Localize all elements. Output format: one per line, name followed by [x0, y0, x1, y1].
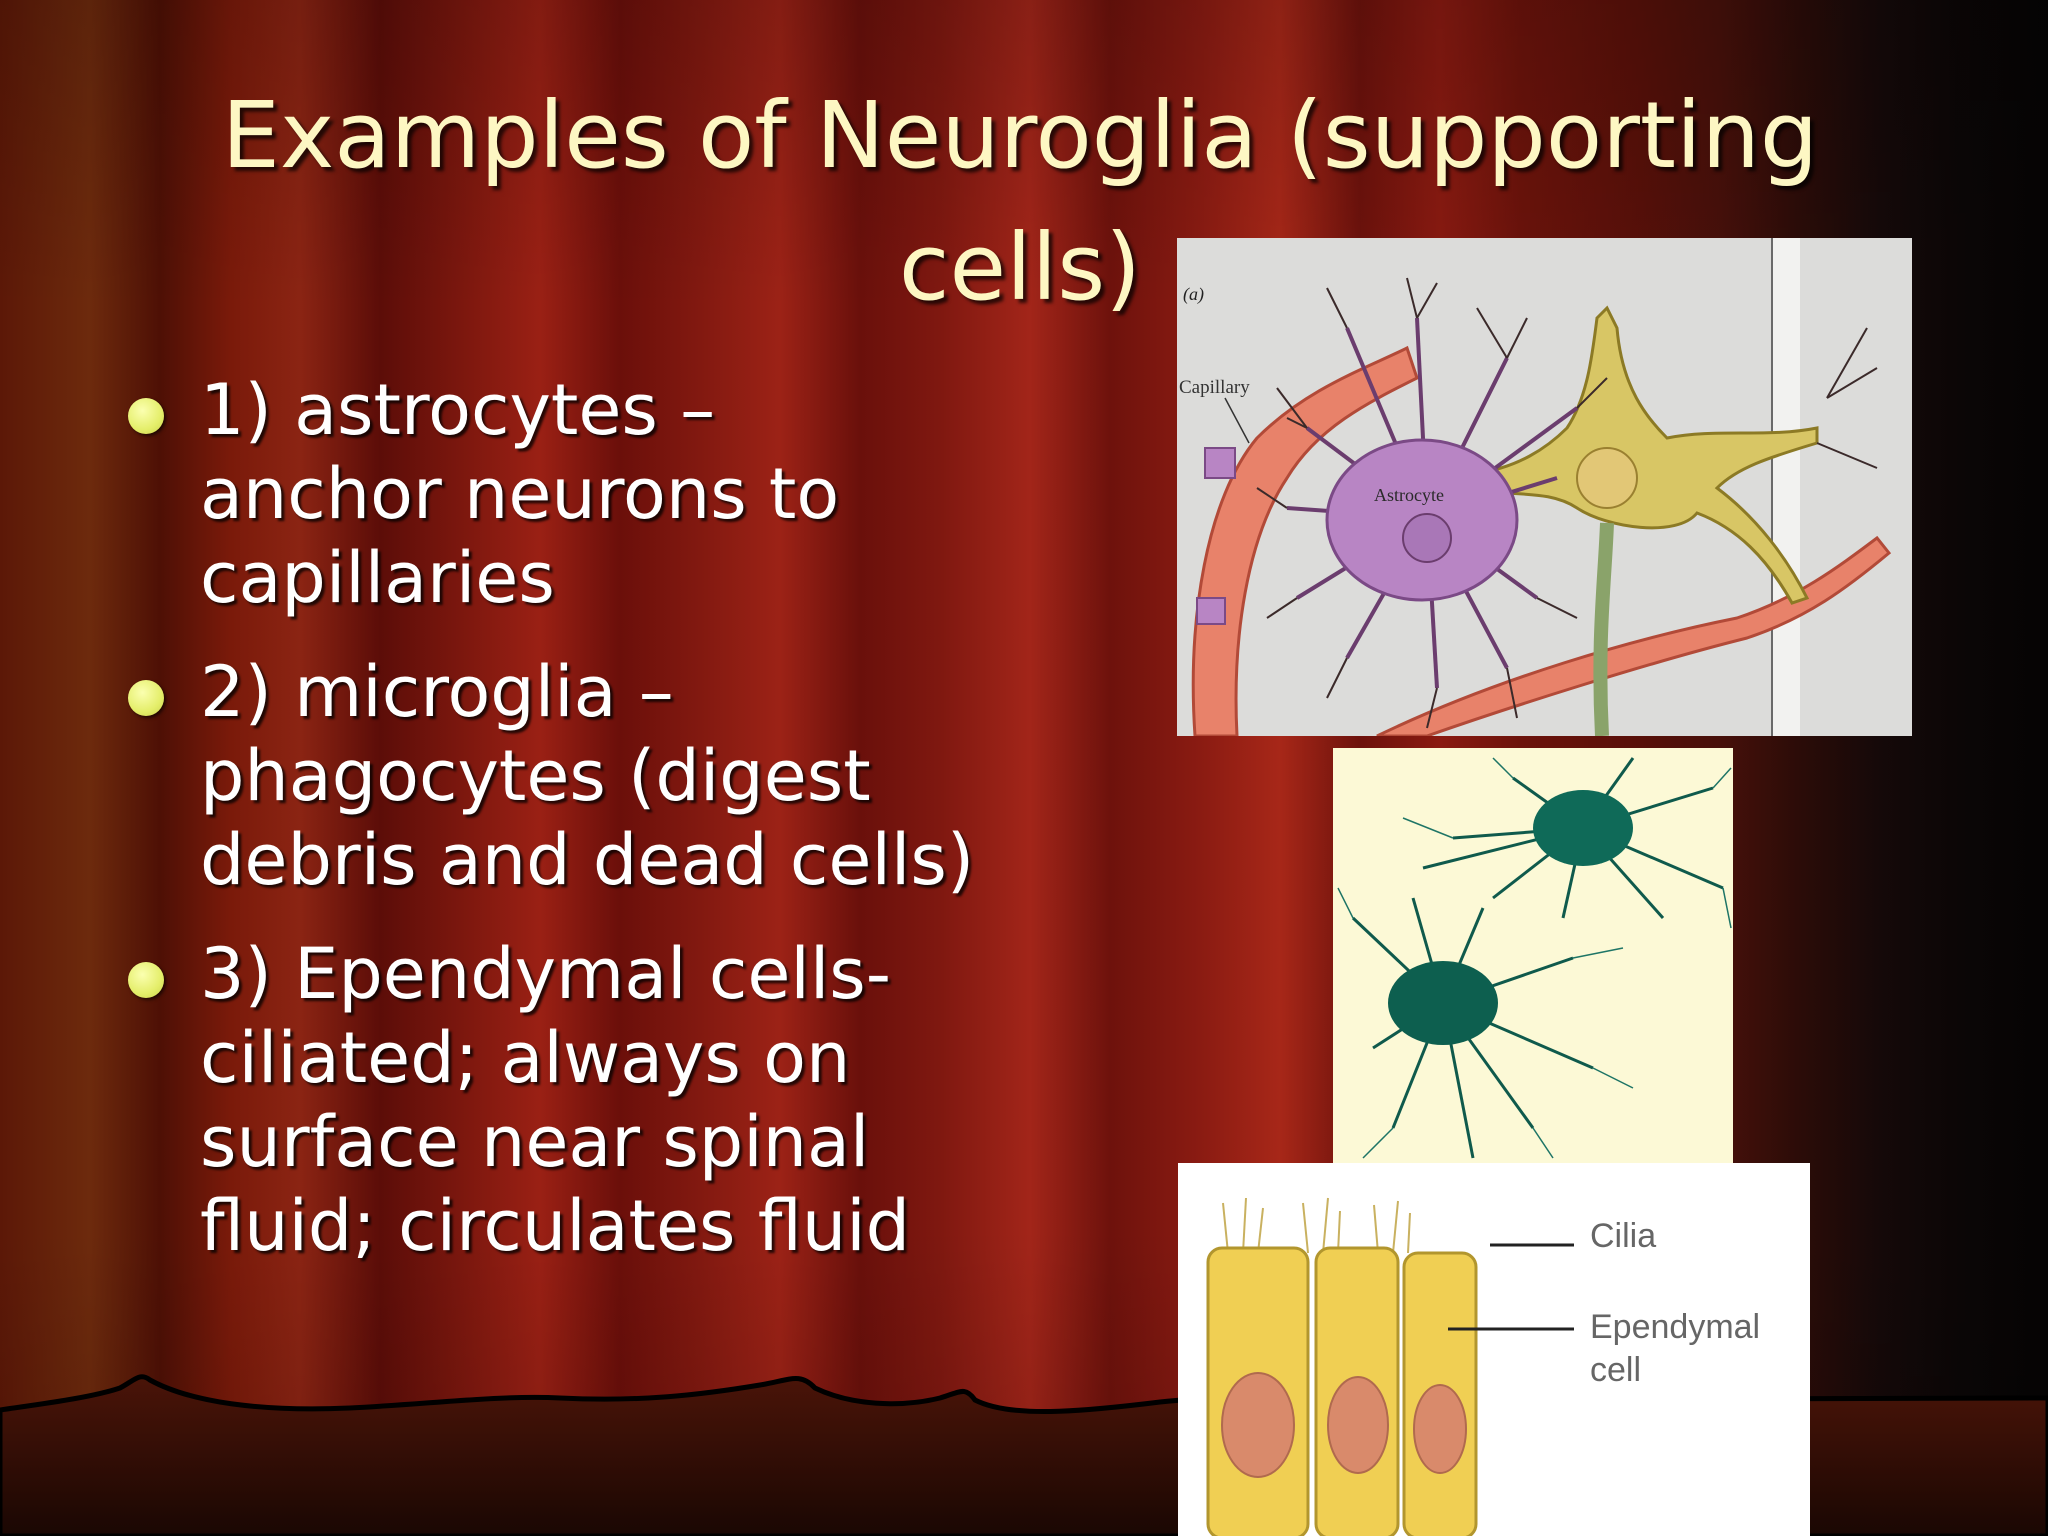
panel-label: (a) — [1183, 284, 1204, 305]
bullet-dot-icon — [128, 680, 164, 716]
capillary-label: Capillary — [1179, 377, 1250, 398]
bullet-line: 1) astrocytes – — [200, 369, 716, 451]
bullet-line: 2) microglia – — [200, 651, 674, 733]
astrocyte-illustration: (a) Capillary Astrocyte — [1177, 238, 1912, 736]
slide-title: Examples of Neuroglia (supporting cells) — [160, 70, 1880, 334]
bullet-line: 3) Ependymal cells- — [200, 933, 892, 1015]
bullet-item-ependymal: 3) Ependymal cells- ciliated; always on … — [120, 932, 1120, 1268]
cilia-label: Cilia — [1590, 1217, 1656, 1255]
slide-title-line-1: Examples of Neuroglia (supporting — [221, 82, 1819, 189]
bullet-item-microglia: 2) microglia – phagocytes (digest debris… — [120, 650, 1120, 902]
bullet-line: surface near spinal — [200, 1101, 870, 1183]
bullet-line: phagocytes (digest — [200, 735, 871, 817]
ependymal-cell-label-line-1: Ependymal — [1590, 1308, 1760, 1346]
bullet-dot-icon — [128, 398, 164, 434]
astrocyte-label: Astrocyte — [1374, 485, 1444, 505]
bullet-list: 1) astrocytes – anchor neurons to capill… — [120, 368, 1120, 1298]
ependymal-illustration: Cilia Ependymal cell — [1178, 1163, 1810, 1536]
bullet-line: fluid; circulates fluid — [200, 1185, 911, 1267]
bullet-line: anchor neurons to — [200, 453, 840, 535]
bullet-line: capillaries — [200, 537, 555, 619]
bullet-item-astrocytes: 1) astrocytes – anchor neurons to capill… — [120, 368, 1120, 620]
microglia-illustration — [1333, 748, 1733, 1165]
bullet-line: ciliated; always on — [200, 1017, 851, 1099]
bullet-dot-icon — [128, 962, 164, 998]
ependymal-cell-label-line-2: cell — [1590, 1351, 1641, 1389]
neuron-shape — [1475, 305, 1819, 605]
bullet-line: debris and dead cells) — [200, 819, 975, 901]
slide-title-line-2: cells) — [898, 214, 1142, 321]
